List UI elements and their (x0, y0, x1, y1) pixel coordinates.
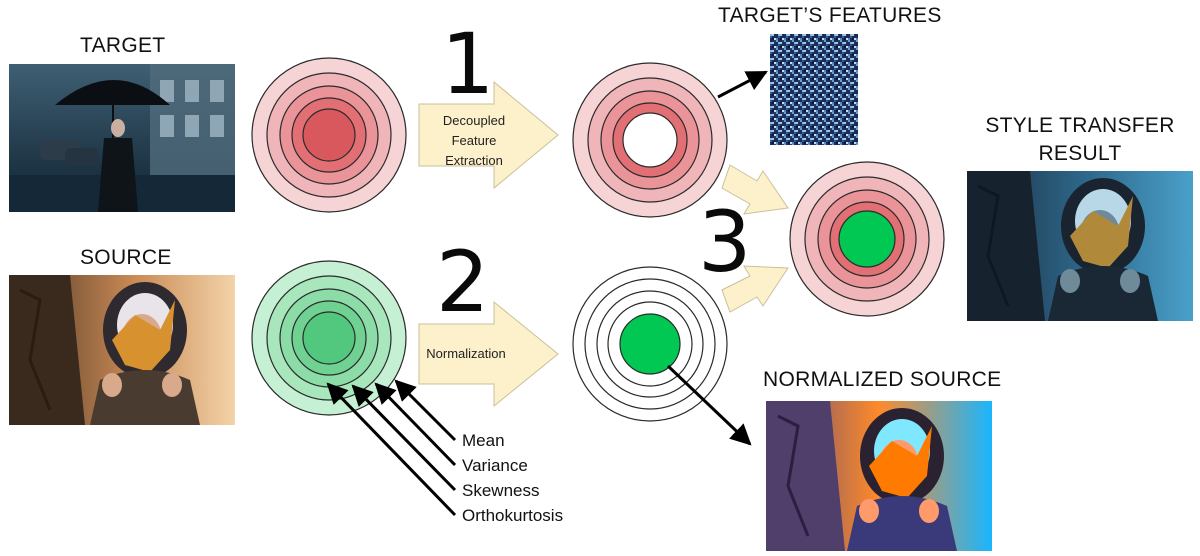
stat-mean: Mean (462, 431, 505, 450)
step-number-2: 2 (436, 233, 490, 331)
decoupled-extraction-arrow (418, 80, 559, 190)
style-transfer-label-line1: STYLE TRANSFER (985, 114, 1175, 137)
decoupled-extraction-text: Decoupled Feature Extraction (424, 111, 524, 171)
source-label: SOURCE (80, 246, 172, 269)
merge-arrow-lower (721, 265, 789, 313)
normalized-source-label: NORMALIZED SOURCE (763, 368, 1002, 391)
decoupled-line1: Decoupled (442, 113, 506, 128)
merge-arrow-upper (721, 164, 789, 215)
normalized-pointer-arrow (666, 364, 752, 446)
targets-features-label: TARGET’S FEATURES (718, 4, 942, 27)
step-number-3: 3 (698, 193, 752, 291)
decoupled-line3: Extraction (445, 153, 503, 168)
step-number-1: 1 (441, 15, 495, 113)
style-transfer-result-photo (967, 171, 1193, 321)
stat-variance: Variance (462, 456, 528, 475)
decoupled-target-circles (572, 62, 728, 218)
features-pointer-arrow (717, 70, 768, 99)
style-transfer-label-line2: RESULT (1038, 142, 1122, 165)
style-transfer-result-circles (789, 161, 945, 317)
variance-arrow (374, 382, 457, 467)
normalization-arrow (418, 300, 559, 408)
decoupled-line2: Feature (451, 133, 497, 148)
target-feature-circles (251, 57, 407, 213)
normalized-source-circles (572, 266, 728, 422)
mean-arrow (394, 379, 457, 442)
stat-skewness: Skewness (462, 481, 540, 500)
target-features-noise (770, 34, 858, 145)
skewness-arrow (351, 384, 457, 492)
target-label: TARGET (80, 34, 166, 57)
normalized-source-photo (766, 401, 992, 551)
normalization-text: Normalization (426, 346, 506, 361)
source-feature-circles (251, 260, 407, 416)
target-photo (9, 64, 235, 212)
stat-orthokurtosis: Orthokurtosis (462, 506, 564, 525)
orthokurtosis-arrow (326, 382, 457, 517)
source-photo (9, 275, 235, 425)
